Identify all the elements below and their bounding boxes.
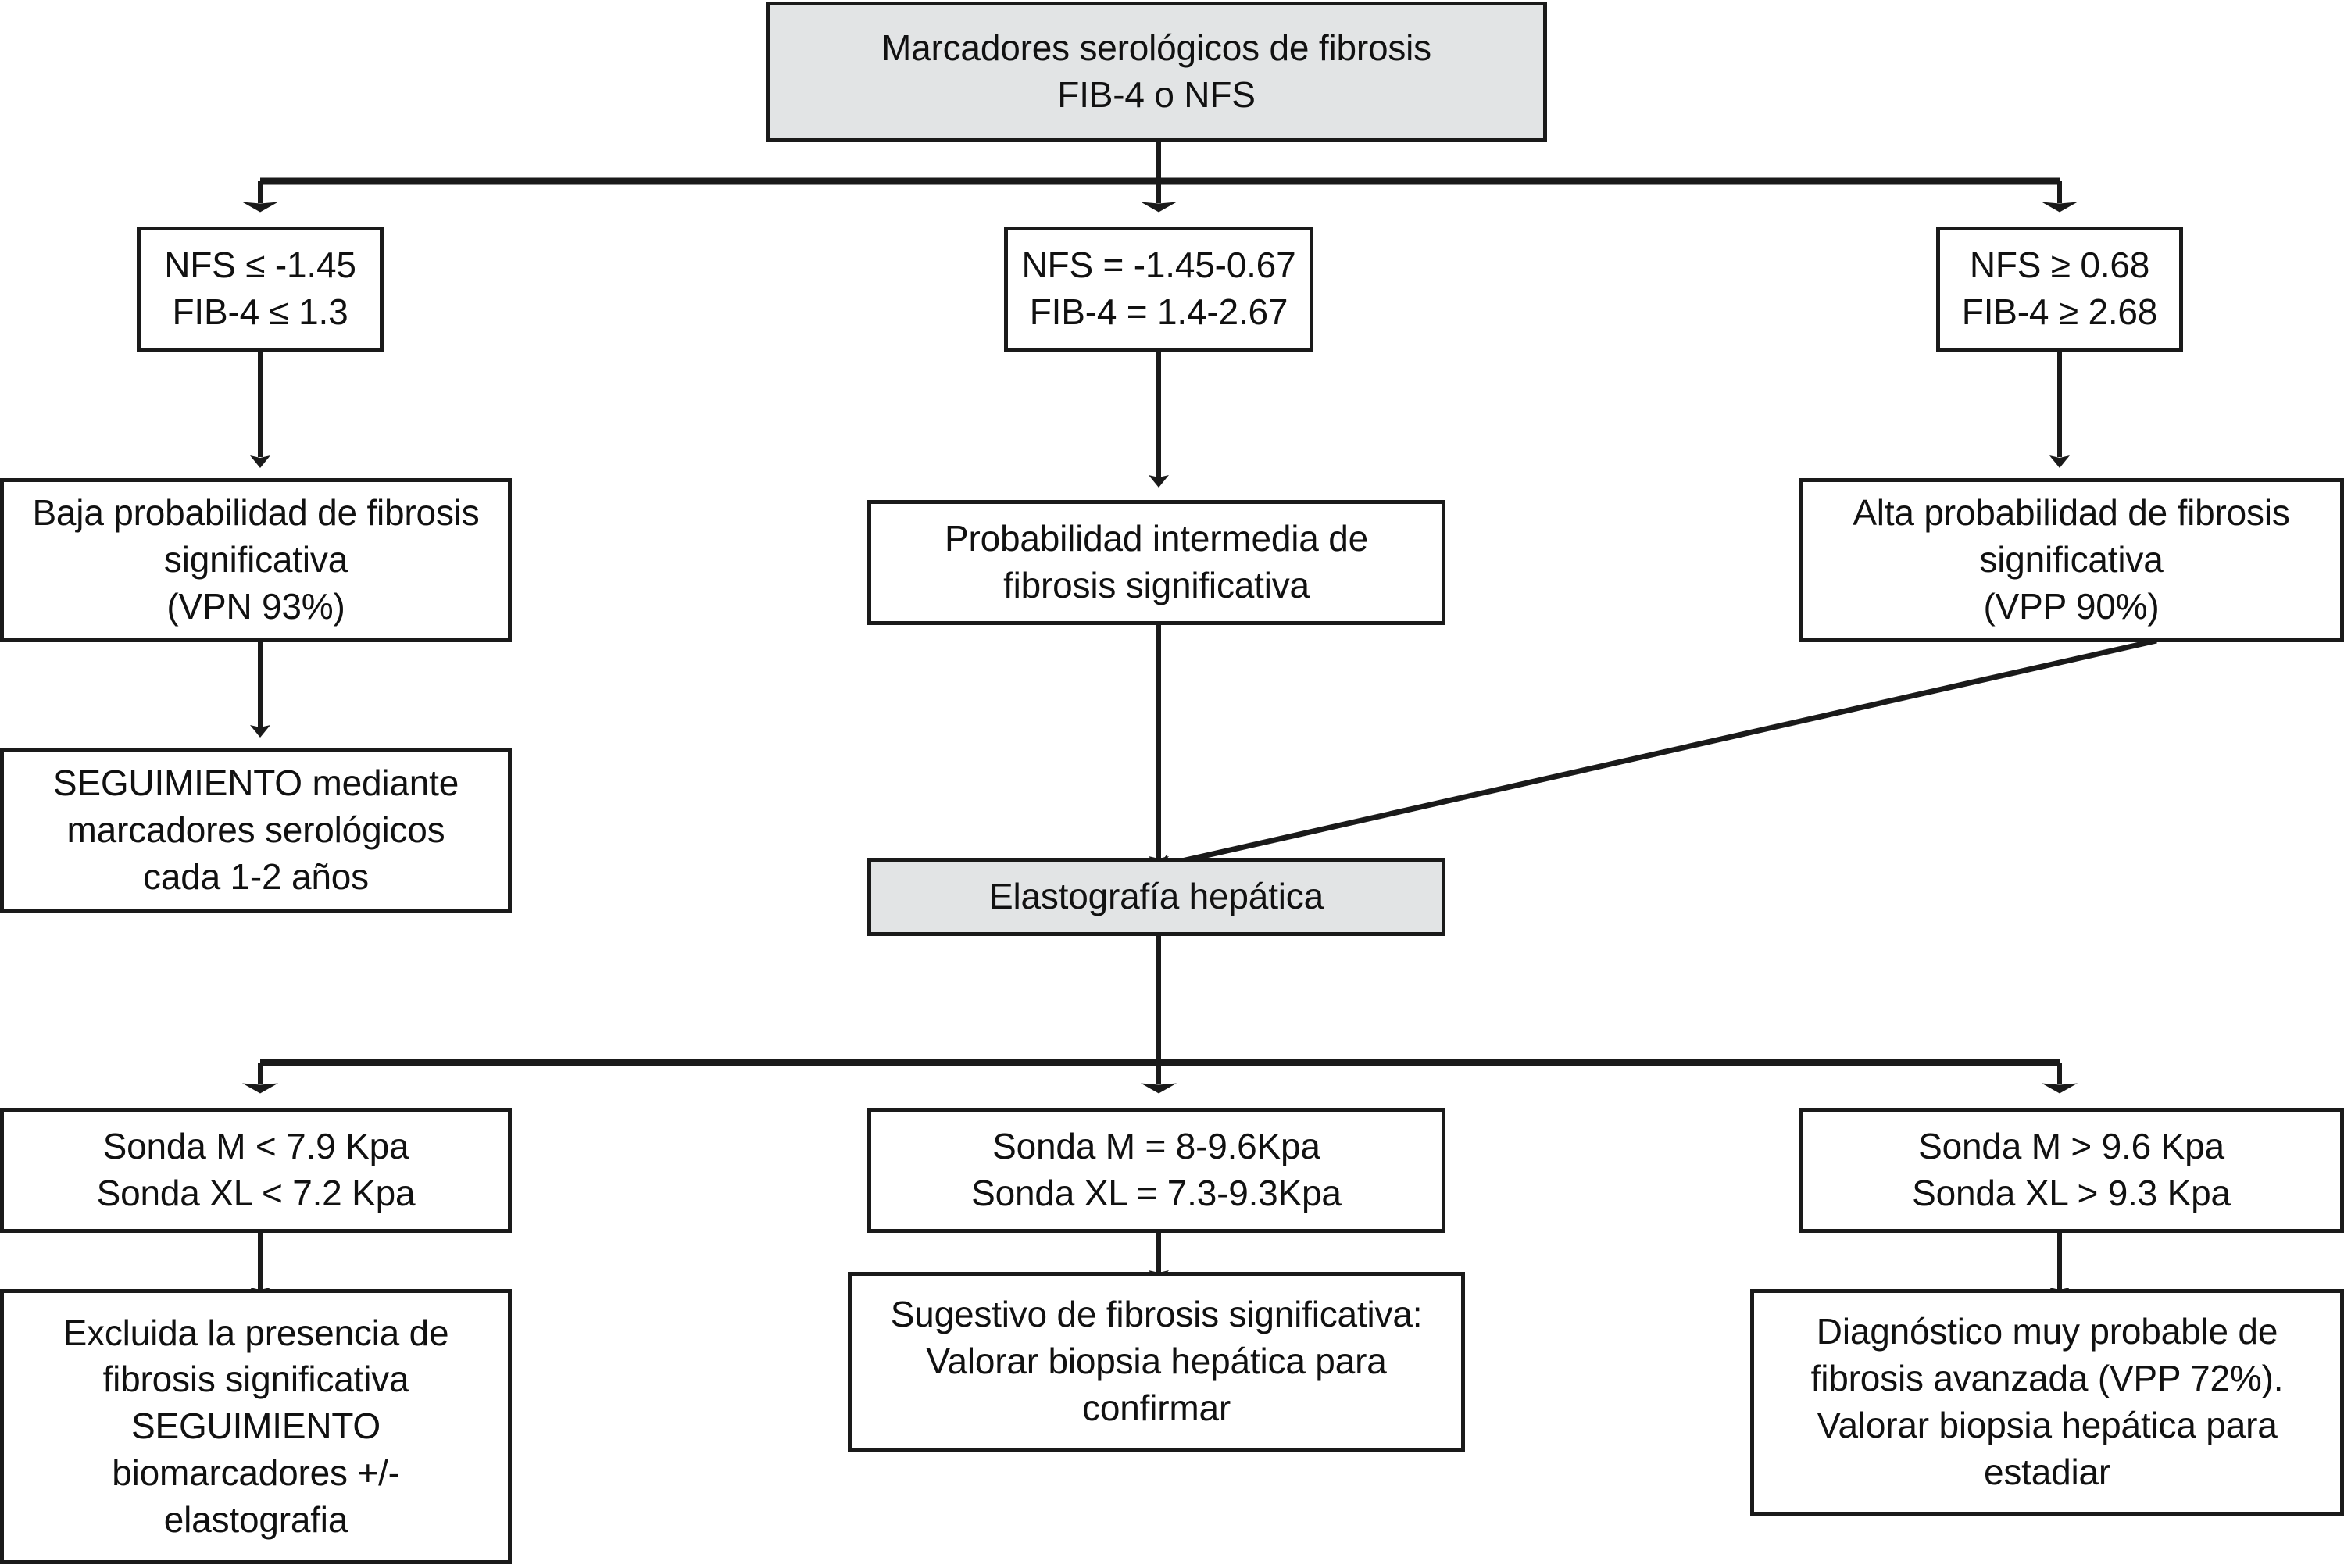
node-outcome-mid-label: Sugestivo de fibrosis significativa: Val… [890, 1294, 1423, 1428]
node-criteria-mid-label: NFS = -1.45-0.67 FIB-4 = 1.4-2.67 [1021, 245, 1296, 332]
node-followup[interactable]: SEGUIMIENTO mediante marcadores serológi… [0, 748, 512, 913]
node-outcome-high-label: Diagnóstico muy probable de fibrosis ava… [1810, 1311, 2284, 1492]
edge-elastography-to-probes [242, 936, 2078, 1094]
edge-root-to-criteria [242, 141, 2078, 213]
node-probability-mid[interactable]: Probabilidad intermedia de fibrosis sign… [867, 500, 1445, 625]
node-probability-high[interactable]: Alta probabilidad de fibrosis significat… [1799, 478, 2344, 642]
node-elastography-label: Elastografía hepática [989, 876, 1324, 917]
node-outcome-low[interactable]: Excluida la presencia de fibrosis signif… [0, 1289, 512, 1564]
node-probe-low[interactable]: Sonda M < 7.9 Kpa Sonda XL < 7.2 Kpa [0, 1108, 512, 1233]
node-probability-low-label: Baja probabilidad de fibrosis significat… [32, 492, 480, 627]
edge-probhigh-to-elastography [1157, 638, 2157, 874]
node-probability-mid-label: Probabilidad intermedia de fibrosis sign… [944, 518, 1369, 605]
node-root[interactable]: Marcadores serológicos de fibrosis FIB-4… [766, 2, 1547, 142]
node-outcome-low-label: Excluida la presencia de fibrosis signif… [63, 1312, 449, 1540]
edge-criteria-to-probability [250, 352, 2070, 488]
node-followup-label: SEGUIMIENTO mediante marcadores serológi… [52, 763, 459, 897]
node-probe-mid[interactable]: Sonda M = 8-9.6Kpa Sonda XL = 7.3-9.3Kpa [867, 1108, 1445, 1233]
node-criteria-high[interactable]: NFS ≥ 0.68 FIB-4 ≥ 2.68 [1936, 227, 2183, 352]
node-outcome-high[interactable]: Diagnóstico muy probable de fibrosis ava… [1750, 1289, 2344, 1516]
node-probability-high-label: Alta probabilidad de fibrosis significat… [1853, 492, 2290, 627]
node-outcome-mid[interactable]: Sugestivo de fibrosis significativa: Val… [848, 1272, 1465, 1452]
node-root-label: Marcadores serológicos de fibrosis FIB-4… [881, 27, 1431, 115]
node-elastography[interactable]: Elastografía hepática [867, 858, 1445, 936]
node-criteria-mid[interactable]: NFS = -1.45-0.67 FIB-4 = 1.4-2.67 [1004, 227, 1313, 352]
node-criteria-low-label: NFS ≤ -1.45 FIB-4 ≤ 1.3 [164, 245, 356, 332]
node-probe-low-label: Sonda M < 7.9 Kpa Sonda XL < 7.2 Kpa [96, 1126, 416, 1213]
node-probe-high-label: Sonda M > 9.6 Kpa Sonda XL > 9.3 Kpa [1912, 1126, 2231, 1213]
node-probability-low[interactable]: Baja probabilidad de fibrosis significat… [0, 478, 512, 642]
node-probe-high[interactable]: Sonda M > 9.6 Kpa Sonda XL > 9.3 Kpa [1799, 1108, 2344, 1233]
node-criteria-low[interactable]: NFS ≤ -1.45 FIB-4 ≤ 1.3 [137, 227, 384, 352]
node-criteria-high-label: NFS ≥ 0.68 FIB-4 ≥ 2.68 [1961, 245, 2158, 332]
node-probe-mid-label: Sonda M = 8-9.6Kpa Sonda XL = 7.3-9.3Kpa [971, 1126, 1342, 1213]
